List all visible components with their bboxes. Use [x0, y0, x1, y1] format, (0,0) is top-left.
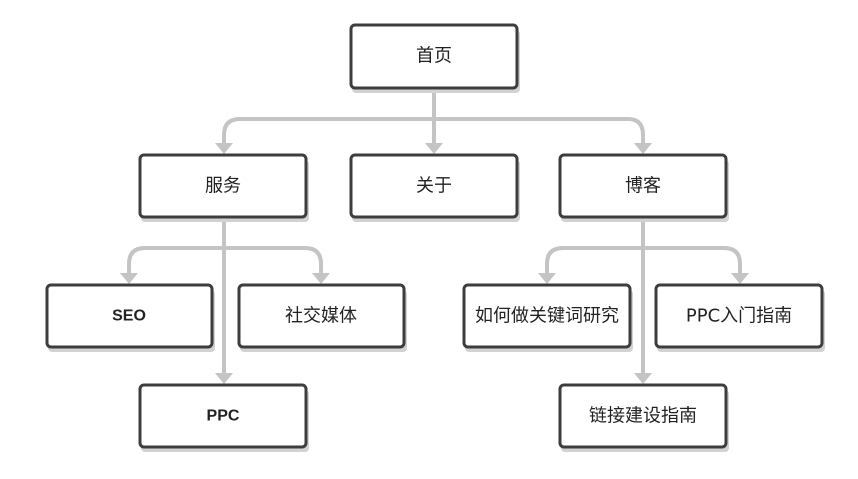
- node-social-media-label: 社交媒体: [285, 306, 357, 327]
- connector-blog-keyword: [545, 219, 645, 274]
- node-home-label: 首页: [416, 46, 452, 67]
- node-ppc-label: PPC: [207, 408, 240, 425]
- node-services-label: 服务: [205, 176, 241, 197]
- arrowhead-about: [425, 143, 443, 154]
- node-about-box: [349, 153, 519, 219]
- node-ppc-box: [138, 383, 308, 449]
- node-ppc-guide-label: PPC入门指南: [686, 306, 792, 327]
- node-blog: 博客: [558, 153, 729, 222]
- node-ppc-guide: PPC入门指南: [654, 283, 825, 352]
- connector-home-services: [222, 90, 436, 144]
- node-seo-box: [45, 283, 214, 349]
- node-keyword-research: 如何做关键词研究: [462, 283, 633, 352]
- node-link-building-label: 链接建设指南: [589, 406, 697, 427]
- node-services: 服务: [138, 153, 309, 222]
- connector-services-seo: [127, 219, 226, 274]
- connectors: [120, 90, 749, 384]
- node-link-building-box: [558, 383, 728, 449]
- arrowhead-linkbuilding: [634, 373, 652, 384]
- node-social-media-box: [237, 283, 406, 349]
- node-blog-label: 博客: [625, 176, 661, 197]
- connector-services-social: [224, 246, 323, 274]
- node-keyword-research-label: 如何做关键词研究: [475, 306, 619, 327]
- node-home-box: [349, 23, 519, 90]
- arrowhead-keyword: [538, 273, 556, 284]
- arrowhead-blog: [634, 143, 652, 154]
- arrowhead-seo: [120, 273, 138, 284]
- node-ppc: PPC: [138, 383, 309, 452]
- node-ppc-guide-box: [654, 283, 824, 349]
- node-services-box: [138, 153, 308, 219]
- arrowhead-ppcguide: [731, 273, 749, 284]
- node-about: 关于: [349, 153, 520, 222]
- node-home: 首页: [349, 23, 520, 93]
- node-blog-box: [558, 153, 728, 219]
- arrowhead-services: [215, 143, 233, 154]
- node-link-building: 链接建设指南: [558, 383, 729, 452]
- arrowhead-social: [312, 273, 330, 284]
- node-keyword-research-box: [462, 283, 632, 349]
- node-seo-label: SEO: [112, 308, 146, 325]
- node-about-label: 关于: [416, 176, 452, 197]
- arrowhead-ppc: [215, 373, 233, 384]
- connector-home-blog: [434, 117, 645, 144]
- node-social-media: 社交媒体: [237, 283, 407, 352]
- connector-blog-ppcguide: [643, 246, 742, 274]
- node-seo: SEO: [45, 283, 215, 352]
